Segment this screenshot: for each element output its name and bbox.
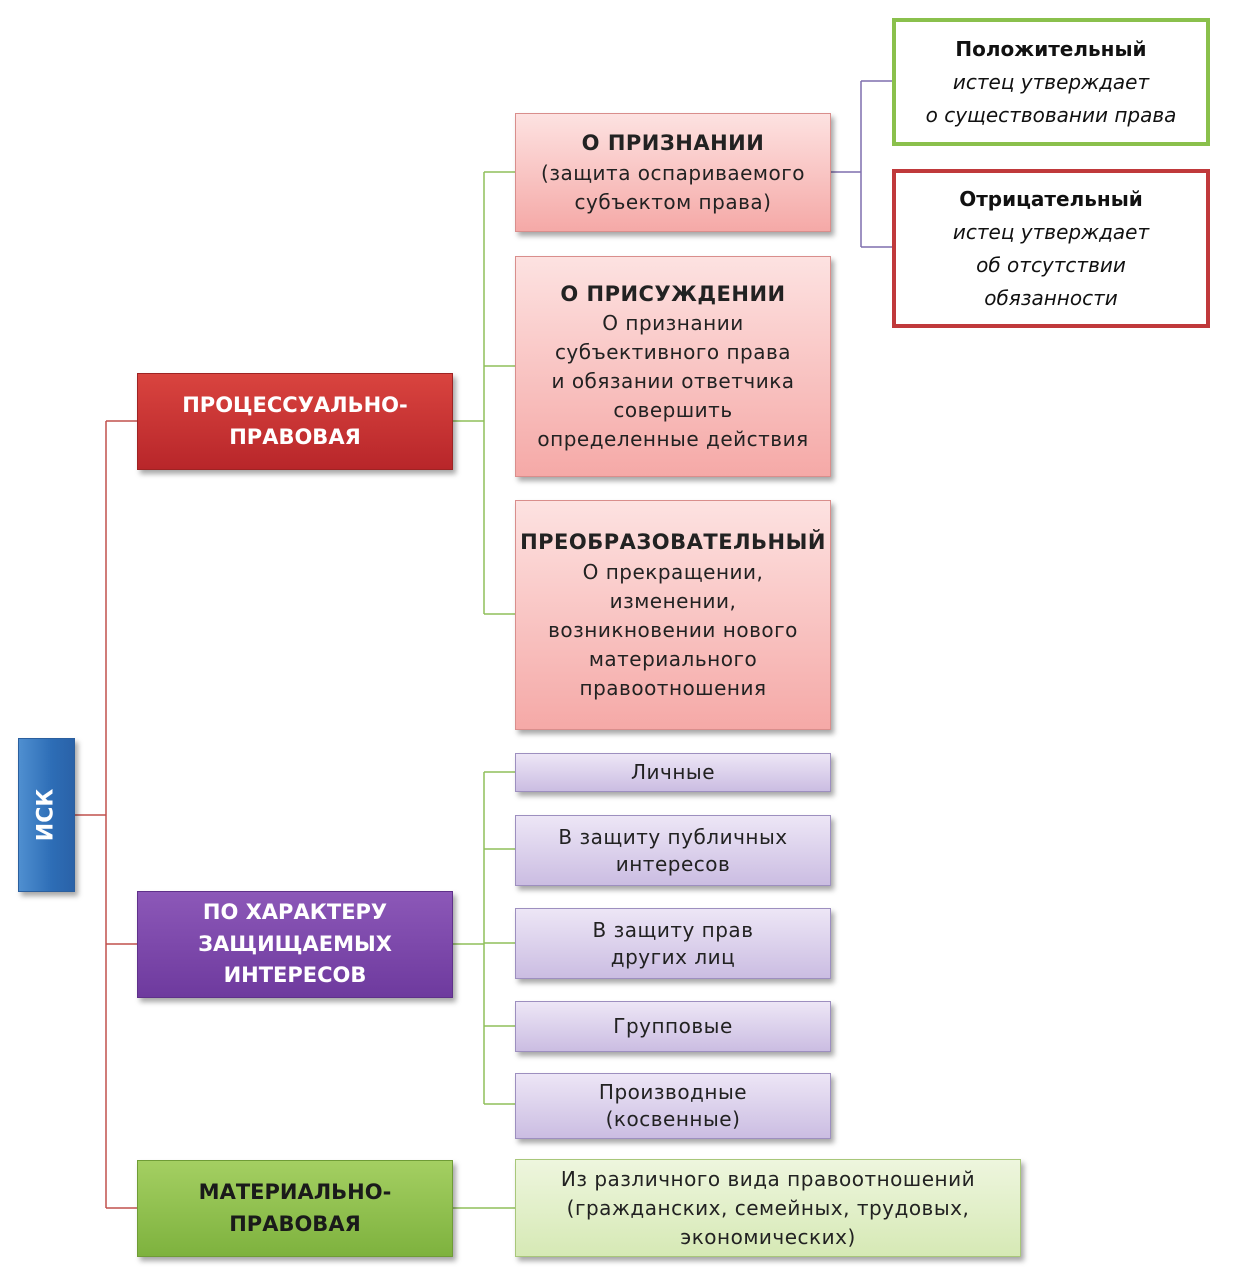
interests-connectors xyxy=(453,771,515,1105)
interest-line: интересов xyxy=(615,851,731,876)
item-line: О прекращении, xyxy=(582,559,764,584)
material-line: Из различного вида правоотношений xyxy=(560,1166,976,1191)
interest-personal: Личные xyxy=(515,753,831,792)
item-recognition: О ПРИЗНАНИИ (защита оспариваемого субъек… xyxy=(515,113,831,232)
subtype-negative: Отрицательный истец утверждает об отсутс… xyxy=(892,169,1210,328)
material-relations: Из различного вида правоотношений (гражд… xyxy=(515,1159,1021,1257)
category-label-line: МАТЕРИАЛЬНО- xyxy=(198,1180,392,1204)
category-label-line: ПРОЦЕССУАЛЬНО- xyxy=(182,393,408,417)
subtype-title: Положительный xyxy=(955,36,1147,61)
item-award: О ПРИСУЖДЕНИИ О признании субъективного … xyxy=(515,256,831,477)
item-line: и обязании ответчика xyxy=(551,369,795,394)
interest-line: В защиту публичных xyxy=(558,824,788,849)
item-line: (защита оспариваемого xyxy=(541,160,805,185)
item-title: О ПРИЗНАНИИ xyxy=(581,131,765,156)
category-label-line: ИНТЕРЕСОВ xyxy=(223,963,367,988)
subtype-line: истец утверждает xyxy=(952,219,1150,244)
subtype-title: Отрицательный xyxy=(959,186,1143,211)
material-line: (гражданских, семейных, трудовых, xyxy=(566,1195,970,1220)
interest-line: других лиц xyxy=(610,944,736,969)
category-interests: ПО ХАРАКТЕРУ ЗАЩИЩАЕМЫХ ИНТЕРЕСОВ xyxy=(137,891,453,998)
category-label-line: ПО ХАРАКТЕРУ xyxy=(202,900,388,925)
item-line: совершить xyxy=(613,398,733,423)
category-material: МАТЕРИАЛЬНО- ПРАВОВАЯ xyxy=(137,1160,453,1257)
interest-line: Групповые xyxy=(613,1014,733,1038)
item-line: правоотношения xyxy=(579,675,767,700)
item-line: субъективного права xyxy=(554,340,792,365)
subtype-line: истец утверждает xyxy=(952,69,1150,94)
item-line: О признании xyxy=(602,311,744,336)
item-line: субъектом права) xyxy=(574,189,772,214)
recognition-connectors xyxy=(831,80,892,248)
material-line: экономических) xyxy=(680,1224,856,1249)
item-transformative: ПРЕОБРАЗОВАТЕЛЬНЫЙ О прекращении, измене… xyxy=(515,500,831,730)
category-label-line: ЗАЩИЩАЕМЫХ xyxy=(198,931,392,956)
interest-line: В защиту прав xyxy=(592,917,754,942)
item-line: материального xyxy=(588,646,758,671)
item-title: О ПРИСУЖДЕНИИ xyxy=(560,281,786,306)
interest-line: (косвенные) xyxy=(605,1107,741,1131)
item-line: определенные действия xyxy=(537,427,809,452)
category-procedural: ПРОЦЕССУАЛЬНО- ПРАВОВАЯ xyxy=(137,373,453,470)
interest-derivative: Производные (косвенные) xyxy=(515,1073,831,1139)
interest-others: В защиту прав других лиц xyxy=(515,908,831,979)
root-label: ИСК xyxy=(33,788,59,842)
interest-line: Личные xyxy=(630,760,716,784)
interest-public: В защиту публичных интересов xyxy=(515,815,831,886)
category-label-line: ПРАВОВАЯ xyxy=(229,424,361,449)
root-node-isk: ИСК xyxy=(18,738,75,892)
subtype-line: о существовании права xyxy=(925,102,1177,127)
interest-group: Групповые xyxy=(515,1001,831,1052)
item-title: ПРЕОБРАЗОВАТЕЛЬНЫЙ xyxy=(520,530,826,555)
category-label-line: ПРАВОВАЯ xyxy=(229,1211,361,1236)
interest-line: Производные xyxy=(598,1080,748,1104)
subtype-line: об отсутствии xyxy=(976,252,1126,277)
root-connectors xyxy=(75,420,137,1209)
subtype-line: обязанности xyxy=(984,285,1118,310)
procedural-connectors xyxy=(453,171,515,615)
subtype-positive: Положительный истец утверждает о существ… xyxy=(892,18,1210,146)
item-line: возникновении нового xyxy=(548,617,798,642)
item-line: изменении, xyxy=(609,588,737,613)
